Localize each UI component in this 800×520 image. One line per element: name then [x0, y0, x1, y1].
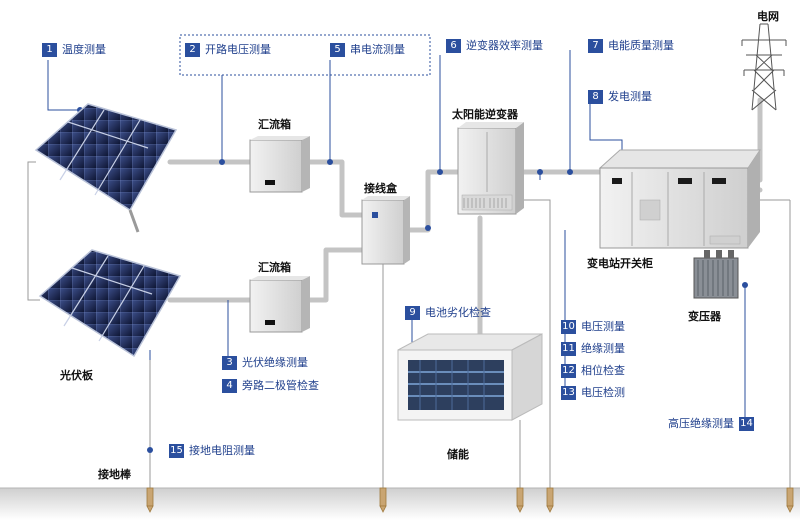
- measurement-number: 15: [169, 444, 184, 458]
- measurement-text: 电压检测: [581, 386, 625, 399]
- junction-box: [361, 196, 410, 265]
- measurement-number: 13: [561, 386, 576, 400]
- measurement-number: 5: [330, 43, 345, 57]
- combiner-box-bottom: [249, 276, 310, 333]
- measurement-text: 电能质量测量: [608, 39, 674, 52]
- measurement-number: 4: [222, 379, 237, 393]
- measurement-number: 2: [185, 43, 200, 57]
- measurement-label-8: 8 发电测量: [588, 90, 652, 104]
- inverter-caption: 太阳能逆变器: [452, 108, 518, 121]
- ground-strip: [0, 487, 800, 520]
- pv-panel-caption: 光伏板: [60, 369, 93, 382]
- measurement-label-11: 11 绝缘测量: [561, 342, 625, 356]
- ground-rods: [146, 487, 794, 513]
- transformer: [693, 250, 739, 299]
- ground-rod-caption: 接地棒: [98, 468, 131, 481]
- measurement-label-2: 2 开路电压测量: [185, 43, 271, 57]
- measurement-text: 光伏绝缘测量: [242, 356, 308, 369]
- measurement-number: 7: [588, 39, 603, 53]
- measurement-label-7: 7 电能质量测量: [588, 39, 674, 53]
- measurement-text: 接地电阻测量: [189, 444, 255, 457]
- power-cables: [167, 97, 763, 341]
- measurement-number: 10: [561, 320, 576, 334]
- measurement-label-13: 13 电压检测: [561, 386, 625, 400]
- measurement-number: 12: [561, 364, 576, 378]
- measurement-text: 温度测量: [62, 43, 106, 56]
- measurement-text: 绝缘测量: [581, 342, 625, 355]
- measurement-number: 9: [405, 306, 420, 320]
- power-tower-icon: [741, 23, 787, 111]
- measurement-label-5: 5 串电流测量: [330, 43, 405, 57]
- junction-box-caption: 接线盒: [364, 182, 397, 195]
- energy-storage-container: [397, 333, 543, 421]
- measurement-label-14: 14 高压绝缘测量: [668, 417, 754, 431]
- measurement-label-6: 6 逆变器效率测量: [446, 39, 543, 53]
- measurement-leads: [27, 34, 746, 450]
- measurement-text: 开路电压测量: [205, 43, 271, 56]
- combiner-bottom-caption: 汇流箱: [258, 261, 291, 274]
- measurement-text: 高压绝缘测量: [668, 417, 734, 430]
- measurement-text: 串电流测量: [350, 43, 405, 56]
- pv-panel-bottom: [38, 249, 182, 358]
- measurement-number: 1: [42, 43, 57, 57]
- combiner-box-top: [249, 136, 310, 193]
- measurement-label-9: 9 电池劣化检查: [405, 306, 491, 320]
- pv-panel-top: [34, 103, 178, 233]
- measurement-label-12: 12 相位检查: [561, 364, 625, 378]
- measurement-number: 3: [222, 356, 237, 370]
- measurement-number: 14: [739, 417, 754, 431]
- inverter-cabinet: [457, 122, 524, 215]
- measurement-text: 旁路二极管检查: [242, 379, 319, 392]
- measurement-text: 电压测量: [581, 320, 625, 333]
- measurement-number: 8: [588, 90, 603, 104]
- measurement-label-15: 15 接地电阻测量: [169, 444, 255, 458]
- transformer-caption: 变压器: [688, 310, 721, 323]
- measurement-text: 逆变器效率测量: [466, 39, 543, 52]
- measurement-label-4: 4 旁路二极管检查: [222, 379, 319, 393]
- measurement-label-1: 1 温度测量: [42, 43, 106, 57]
- substation-caption: 变电站开关柜: [587, 257, 653, 270]
- measurement-text: 发电测量: [608, 90, 652, 103]
- measurement-number: 11: [561, 342, 576, 356]
- measurement-text: 电池劣化检查: [425, 306, 491, 319]
- grid-caption: 电网: [757, 10, 779, 23]
- measurement-text: 相位检查: [581, 364, 625, 377]
- storage-caption: 储能: [447, 448, 469, 461]
- substation-switchgear: [598, 149, 761, 249]
- combiner-top-caption: 汇流箱: [258, 118, 291, 131]
- measurement-label-3: 3 光伏绝缘测量: [222, 356, 308, 370]
- measurement-label-10: 10 电压测量: [561, 320, 625, 334]
- measurement-number: 6: [446, 39, 461, 53]
